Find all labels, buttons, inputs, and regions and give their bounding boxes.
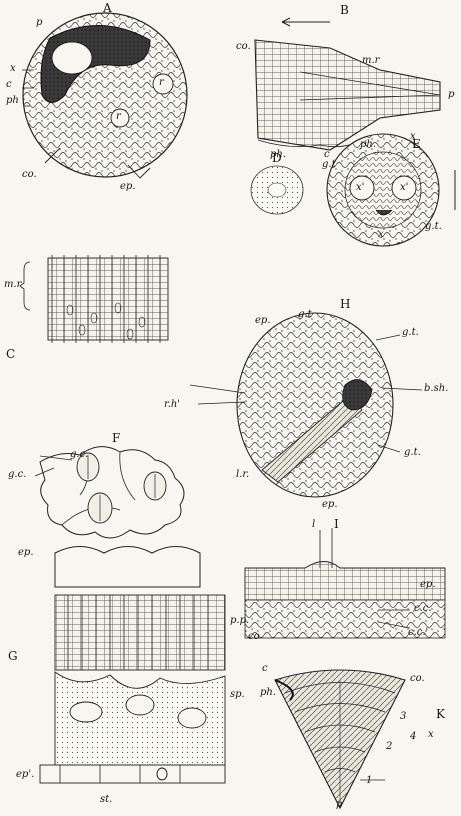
figure-b-letter: B bbox=[340, 4, 349, 16]
figure-g-label-sp: sp. bbox=[230, 690, 245, 700]
figure-h-label-lr: l.r. bbox=[236, 470, 249, 480]
figure-e-label-gt1: g.t bbox=[322, 160, 336, 170]
figure-a-letter: A bbox=[103, 2, 112, 14]
figure-e-letter: E bbox=[412, 138, 421, 150]
figure-k-label-3: 3 bbox=[400, 712, 406, 722]
figure-h-label-gt1: g.t bbox=[298, 310, 312, 320]
figure-a-label-ep: ep. bbox=[120, 182, 136, 192]
figure-e-label-x1a: x' bbox=[356, 183, 364, 193]
figure-i-label-l: l bbox=[312, 520, 315, 530]
figure-a-label-p: p bbox=[36, 18, 42, 28]
figure-a-label-co: co. bbox=[22, 170, 37, 180]
figure-k-label-p: p bbox=[336, 800, 342, 810]
figure-k-label-c: c bbox=[262, 664, 268, 674]
figure-f-label-gc2: g.c. bbox=[8, 470, 26, 480]
figure-k-letter: K bbox=[436, 708, 445, 720]
figure-k-label-1: 1 bbox=[366, 776, 372, 786]
figure-k-label-ph: ph. bbox=[260, 688, 276, 698]
figure-f-label-gc1: g.c. bbox=[70, 450, 88, 460]
figure-e-label-gt2: g.t. bbox=[425, 222, 442, 232]
figure-h-root-apex bbox=[190, 313, 422, 497]
figure-h-label-ep1: ep. bbox=[255, 316, 271, 326]
figure-i-label-cc2: c.c.' bbox=[408, 628, 428, 638]
figure-i-label-cc1: c.c. bbox=[414, 604, 432, 614]
figure-c-label-mr: m.r bbox=[4, 280, 21, 290]
figure-f-epidermis-stomata bbox=[35, 447, 184, 538]
figure-h-letter: H bbox=[340, 298, 350, 310]
figure-h-label-gt3: g.t. bbox=[404, 448, 421, 458]
figure-e-label-ph: ph. bbox=[360, 140, 376, 150]
figure-i-label-co: co bbox=[248, 632, 260, 642]
figure-k-label-co: co. bbox=[410, 674, 425, 684]
figure-c-letter: C bbox=[6, 348, 15, 360]
figure-a-label-ph: ph bbox=[6, 96, 19, 106]
figure-b-label-p: p bbox=[448, 90, 454, 100]
figure-a-label-x: x bbox=[10, 64, 16, 74]
figure-f-letter: F bbox=[112, 432, 120, 444]
figure-e-label-x1b: x' bbox=[400, 183, 408, 193]
figure-g-label-st: st. bbox=[100, 795, 112, 805]
figure-i-lenticel bbox=[245, 528, 445, 638]
figure-a-label-r1: r bbox=[159, 78, 164, 88]
figure-k-wood-wedge bbox=[275, 670, 405, 808]
figure-c-medullary-rays bbox=[20, 255, 168, 343]
figure-g-leaf-section bbox=[40, 547, 225, 784]
figure-h-label-gt2: g.t. bbox=[402, 328, 419, 338]
figure-b-label-co: co. bbox=[236, 42, 251, 52]
figure-k-label-4: 4 bbox=[410, 732, 416, 742]
figure-d-pollen-grain bbox=[251, 166, 303, 214]
figure-g-label-ep: ep. bbox=[18, 548, 34, 558]
figure-b-label-mr: m.r bbox=[362, 56, 379, 66]
figure-g-letter: G bbox=[8, 650, 18, 662]
figure-h-label-bsh: b.sh. bbox=[424, 384, 448, 394]
figure-i-label-ep: ep. bbox=[420, 580, 436, 590]
figure-k-label-2: 2 bbox=[386, 742, 392, 752]
figure-i-letter: I bbox=[334, 518, 339, 530]
figure-a-root-section bbox=[22, 13, 187, 178]
figure-e-label-x: x bbox=[378, 230, 384, 240]
figure-k-label-x: x bbox=[428, 730, 434, 740]
figure-h-label-ep2: ep. bbox=[322, 500, 338, 510]
figure-g-label-pp: p.p. bbox=[230, 616, 249, 626]
figure-a-label-r2: r bbox=[116, 112, 121, 122]
figure-g-label-ep2: ep'. bbox=[16, 770, 34, 780]
figure-h-label-rh: r.h' bbox=[164, 400, 180, 410]
figure-d-letter: D bbox=[272, 152, 282, 164]
figure-a-label-c: c bbox=[6, 80, 12, 90]
